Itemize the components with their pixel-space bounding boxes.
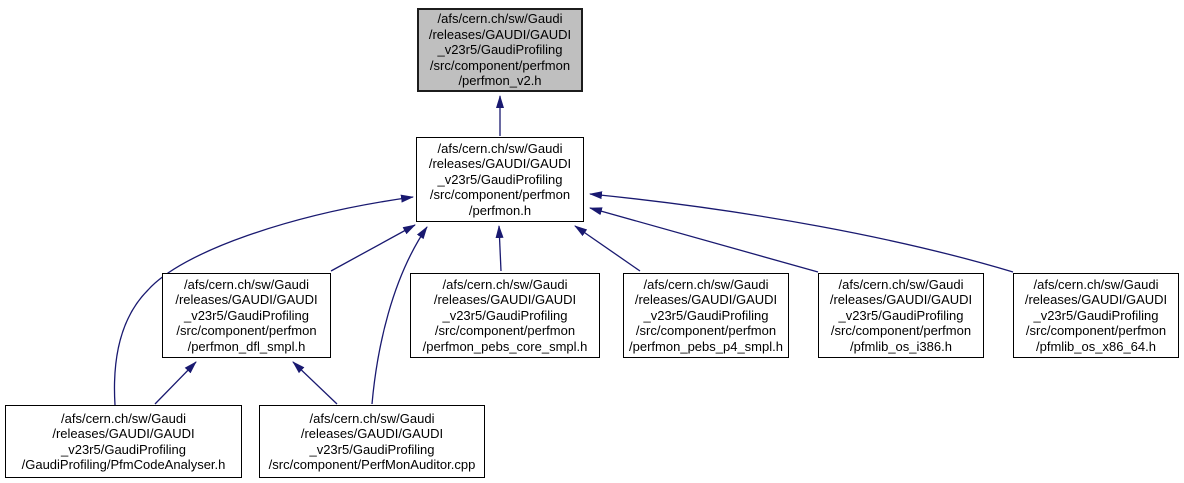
graph-node-perfmon-dfl-smpl-h[interactable]: /afs/cern.ch/sw/Gaudi /releases/GAUDI/GA… — [162, 273, 331, 358]
node-label: /afs/cern.ch/sw/Gaudi /releases/GAUDI/GA… — [829, 276, 973, 354]
node-label: /afs/cern.ch/sw/Gaudi /releases/GAUDI/GA… — [629, 276, 783, 354]
graph-node-pfmlib-os-x86-64-h[interactable]: /afs/cern.ch/sw/Gaudi /releases/GAUDI/GA… — [1013, 273, 1179, 358]
edge-pfm-code-analyser-h-to-perfmon-h — [113, 194, 414, 406]
edge-pfmlib-os-x86-64-h-to-perfmon-h — [589, 191, 1014, 273]
graph-node-pfm-code-analyser-h[interactable]: /afs/cern.ch/sw/Gaudi /releases/GAUDI/GA… — [5, 405, 242, 478]
node-label: /afs/cern.ch/sw/Gaudi /releases/GAUDI/GA… — [428, 11, 572, 89]
node-label: /afs/cern.ch/sw/Gaudi /releases/GAUDI/GA… — [268, 410, 476, 473]
edge-perfmon-pebs-p4-smpl-h-to-perfmon-h — [574, 225, 641, 272]
edge-perfmon-pebs-core-smpl-h-to-perfmon-h — [495, 225, 504, 272]
edge-perf-mon-auditor-cpp-to-perfmon-h — [371, 226, 428, 405]
node-label: /afs/cern.ch/sw/Gaudi /releases/GAUDI/GA… — [422, 276, 588, 354]
edge-perf-mon-auditor-cpp-to-perfmon-dfl-smpl-h — [292, 361, 338, 405]
edge-pfmlib-os-i386-h-to-perfmon-h — [589, 207, 819, 273]
graph-node-pfmlib-os-i386-h[interactable]: /afs/cern.ch/sw/Gaudi /releases/GAUDI/GA… — [818, 273, 984, 358]
graph-node-perfmon-h[interactable]: /afs/cern.ch/sw/Gaudi /releases/GAUDI/GA… — [416, 137, 584, 222]
node-label: /afs/cern.ch/sw/Gaudi /releases/GAUDI/GA… — [175, 276, 318, 354]
graph-node-perf-mon-auditor-cpp[interactable]: /afs/cern.ch/sw/Gaudi /releases/GAUDI/GA… — [259, 405, 485, 478]
graph-node-perfmon-v2-h[interactable]: /afs/cern.ch/sw/Gaudi /releases/GAUDI/GA… — [417, 8, 583, 92]
graph-node-perfmon-pebs-p4-smpl-h[interactable]: /afs/cern.ch/sw/Gaudi /releases/GAUDI/GA… — [623, 273, 789, 358]
edge-perfmon-dfl-smpl-h-to-perfmon-h — [330, 224, 416, 272]
graph-node-perfmon-pebs-core-smpl-h[interactable]: /afs/cern.ch/sw/Gaudi /releases/GAUDI/GA… — [410, 273, 600, 358]
edge-pfm-code-analyser-h-to-perfmon-dfl-smpl-h — [154, 361, 197, 405]
node-label: /afs/cern.ch/sw/Gaudi /releases/GAUDI/GA… — [1024, 276, 1168, 354]
node-label: /afs/cern.ch/sw/Gaudi /releases/GAUDI/GA… — [428, 140, 572, 218]
node-label: /afs/cern.ch/sw/Gaudi /releases/GAUDI/GA… — [21, 410, 226, 473]
